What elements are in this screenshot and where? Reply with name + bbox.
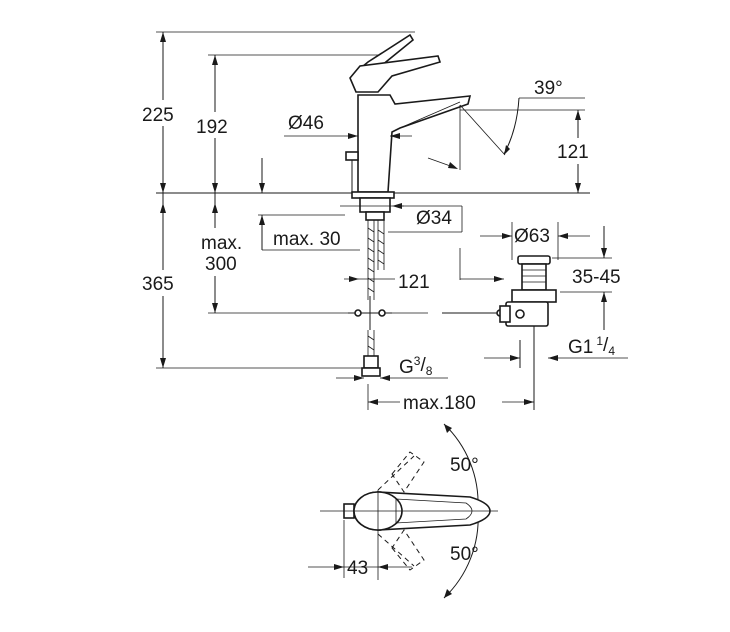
spout-dimensions [427, 97, 602, 193]
label-d34: Ø34 [416, 208, 452, 229]
dimension-max30 [258, 158, 360, 251]
dimension-121-mid [344, 248, 504, 282]
label-39-degrees: 39° [534, 78, 563, 99]
label-g-three-eighths: G3/8 [399, 354, 433, 378]
dimension-d63 [480, 222, 590, 260]
label-d46: Ø46 [288, 113, 324, 134]
label-43: 43 [347, 558, 368, 579]
label-300: 300 [205, 254, 237, 275]
dimension-365 [140, 193, 378, 369]
waste-assembly [442, 255, 557, 410]
faucet-top-view [320, 423, 498, 599]
label-121-mid: 121 [398, 272, 430, 293]
dimension-d34 [388, 203, 463, 233]
dimension-g-three-eighths [336, 375, 448, 381]
label-max30: max. 30 [273, 229, 341, 250]
dimension-g1-quarter [484, 355, 628, 361]
dimension-d46 [284, 133, 412, 139]
label-192: 192 [196, 117, 228, 138]
label-225: 225 [142, 105, 174, 126]
dimension-35-45 [552, 226, 612, 330]
faucet-side-view [340, 33, 472, 377]
label-d63: Ø63 [514, 226, 550, 247]
dimension-max180 [367, 384, 534, 414]
dimension-192 [194, 54, 380, 193]
dimension-43 [308, 520, 412, 578]
label-max180: max.180 [403, 393, 476, 414]
label-35-45: 35-45 [572, 267, 621, 288]
label-max: max. [201, 233, 242, 254]
label-50-degrees-top: 50° [450, 455, 479, 476]
label-365: 365 [142, 274, 174, 295]
label-50-degrees-bottom: 50° [450, 544, 479, 565]
dimension-225 [140, 31, 415, 193]
label-121-top: 121 [557, 142, 589, 163]
